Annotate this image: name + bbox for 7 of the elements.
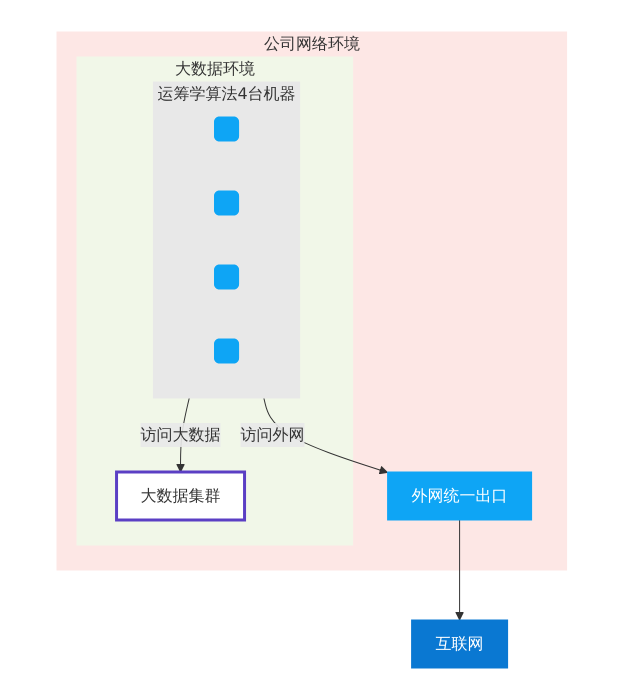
node-box: 大数据集群 bbox=[114, 470, 246, 522]
edge-label: 访问外网 bbox=[240, 425, 304, 444]
edge-label: 访问大数据 bbox=[140, 425, 220, 444]
node-box: 外网统一出口 bbox=[386, 472, 532, 520]
arrow bbox=[454, 520, 464, 620]
cluster: 运筹学算法4台机器 bbox=[152, 82, 300, 398]
node-box: 互联网 bbox=[410, 620, 508, 668]
